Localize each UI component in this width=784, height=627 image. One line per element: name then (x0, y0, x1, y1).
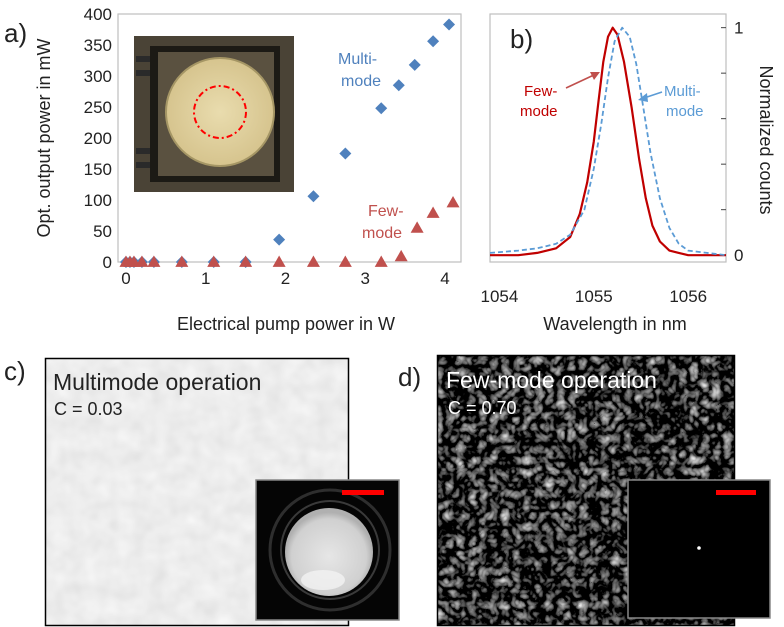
multimode-spectrum-line (489, 26, 727, 257)
multimode-data-point (427, 35, 440, 48)
fewmode-data-point (338, 255, 352, 267)
panel-b-few-arrow (565, 73, 597, 89)
panel-b-xtick-label: 1056 (669, 287, 707, 306)
multimode-contrast: C = 0.03 (54, 399, 123, 419)
panel-a-label: a) (4, 18, 27, 48)
device-photo-inset (134, 36, 294, 192)
multimode-data-point (273, 233, 286, 246)
multimode-data-point (392, 79, 405, 92)
panel-b-label: b) (510, 24, 533, 54)
panel-b-xtick-label: 1055 (575, 287, 613, 306)
panel-a-xtick-label: 4 (440, 269, 449, 288)
panel-b-multi-arrowhead (638, 93, 648, 102)
panel-a-ylabel: Opt. output power in mW (34, 38, 54, 237)
fewmode-data-point (374, 255, 388, 267)
fewmode-data-point (306, 255, 320, 267)
panel-a-multi-line1: Multi- (338, 51, 377, 68)
panel-a-ytick-label: 250 (84, 98, 112, 117)
panel-d-label: d) (398, 362, 421, 392)
panel-a-xtick-label: 2 (281, 269, 290, 288)
panel-a-ytick-label: 400 (84, 5, 112, 24)
panel-b-multi-line1: Multi- (664, 83, 701, 100)
mode-circle-marker (193, 85, 247, 139)
multimode-data-point (408, 58, 421, 71)
fewmode-data-point (135, 255, 149, 267)
panel-a-ytick-label: 300 (84, 67, 112, 86)
panel-a-multi-line2: mode (341, 73, 381, 90)
multimode-scale-bar (342, 490, 384, 495)
panel-b-xtick-label: 1054 (481, 287, 519, 306)
fewmode-spot (697, 546, 701, 550)
panel-a-xtick-label: 0 (121, 269, 130, 288)
panel-b-fewmode-label: Few- mode (520, 72, 600, 120)
panel-a-multimode-label: Multi- mode (338, 51, 381, 90)
panel-a-ytick-label: 350 (84, 36, 112, 55)
panel-b-few-line2: mode (520, 103, 558, 120)
fewmode-contrast: C = 0.70 (448, 398, 517, 418)
fewmode-spectrum-line (490, 26, 726, 257)
multimode-data-point (339, 147, 352, 160)
multimode-data-point (375, 102, 388, 115)
fewmode-data-point (272, 255, 286, 267)
panel-b-ytick-label: 0 (734, 246, 743, 265)
panel-a-ytick-label: 150 (84, 160, 112, 179)
fewmode-farfield-inset (627, 479, 771, 619)
panel-a-ytick-label: 50 (93, 222, 112, 241)
panel-a-xlabel: Electrical pump power in W (177, 314, 395, 334)
panel-b-ylabel: Normalized counts (756, 65, 776, 214)
panel-b-multi-line2: mode (666, 103, 704, 120)
panel-b-few-line1: Few- (524, 83, 557, 100)
panel-b-few-arrowhead (590, 72, 600, 80)
panel-a-xtick-label: 3 (361, 269, 370, 288)
panel-d: d) Few-mode operation C = 0.70 (398, 354, 771, 627)
panel-b: 0 1 1054 1055 1056 b) Wavelength in nm Norma… (481, 13, 776, 334)
panel-a-few-line2: mode (362, 225, 402, 242)
fewmode-data-point (446, 195, 460, 208)
multimode-data-point (307, 190, 320, 203)
panel-a-ytick-label: 0 (103, 253, 112, 272)
panel-a: a) 0 50 100 150 200 250 300 350 400 0 1 2 3 4 Opt. ou… (4, 5, 462, 334)
panel-c: c) Multimode operation C = 0.03 (4, 356, 400, 627)
fewmode-data-point (410, 221, 424, 233)
panel-a-plot-frame (117, 13, 462, 263)
panel-b-xlabel: Wavelength in nm (543, 314, 686, 334)
fewmode-data-point (239, 255, 253, 267)
fewmode-title: Few-mode operation (446, 367, 657, 393)
panel-a-ytick-label: 200 (84, 129, 112, 148)
multimode-title: Multimode operation (53, 369, 261, 395)
panel-c-label: c) (4, 356, 26, 386)
panel-a-fewmode-label: Few- mode (362, 203, 404, 242)
panel-a-xtick-label: 1 (201, 269, 210, 288)
fewmode-data-point (147, 255, 161, 267)
fewmode-scale-bar (716, 490, 756, 495)
panel-a-few-line1: Few- (368, 203, 404, 220)
multimode-data-point (443, 18, 456, 31)
panel-b-plot-frame (489, 13, 727, 263)
fewmode-data-point (175, 255, 189, 267)
multimode-nearfield-inset (255, 479, 400, 621)
panel-a-ytick-label: 100 (84, 191, 112, 210)
fewmode-data-point (394, 249, 408, 262)
panel-b-ytick-label: 1 (734, 19, 743, 38)
fewmode-data-point (426, 206, 440, 218)
panel-b-multimode-label: Multi- mode (638, 83, 704, 120)
fewmode-data-point (207, 255, 221, 267)
